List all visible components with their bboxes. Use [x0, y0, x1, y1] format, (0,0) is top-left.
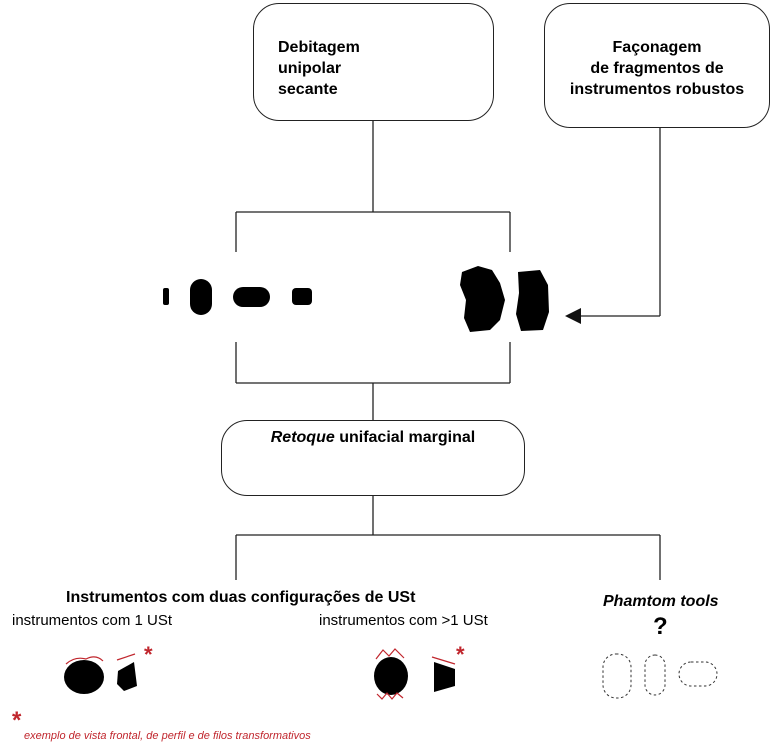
phamtom-wide-icon: [678, 661, 718, 687]
tool-frontal-icon: [64, 660, 104, 694]
tool-profile-icon: [117, 662, 137, 691]
instrumentos-title: Instrumentos com duas configurações de U…: [66, 589, 416, 606]
retoque-box: Retoque unifacial marginal: [221, 420, 525, 496]
product-oval-icon: [190, 279, 212, 315]
fragment-two-icon: [516, 270, 549, 331]
red-star-icon-1: *: [144, 642, 153, 667]
debitagem-box: Debitagem unipolar secante: [253, 3, 494, 121]
note-text: exemplo de vista frontal, de perfil e de…: [24, 730, 311, 742]
product-square-icon: [292, 288, 312, 305]
faconagem-line-1: Façonagem: [612, 39, 702, 56]
tool-multi-frontal-icon: [374, 657, 408, 695]
debitagem-label: Debitagem unipolar secante: [278, 37, 360, 100]
note-star-icon: *: [12, 707, 22, 734]
retoque-label: Retoque unifacial marginal: [222, 427, 524, 448]
phamtom-title: Phamtom tools: [603, 593, 719, 610]
phamtom-shapes: [602, 653, 718, 699]
faconagem-line-2: de fragmentos de: [590, 60, 724, 77]
retoque-italic: Retoque: [270, 429, 335, 446]
retoque-rest: unifacial marginal: [334, 429, 476, 446]
robust-fragments: [460, 266, 549, 332]
faconagem-box: Façonagem de fragmentos de instrumentos …: [544, 3, 770, 128]
product-tiny-icon: [163, 288, 169, 305]
arrow-head-icon: [565, 308, 581, 324]
faconagem-line-3: instrumentos robustos: [569, 81, 745, 98]
phamtom-oval-icon: [602, 653, 632, 699]
faconagem-label: Façonagem de fragmentos de instrumentos …: [545, 37, 769, 100]
debitagem-line-2: unipolar: [278, 60, 342, 77]
product-long-icon: [233, 287, 270, 307]
phamtom-narrow-icon: [644, 654, 666, 696]
blade-products: [163, 279, 312, 315]
connector-lines: [235, 120, 661, 580]
debitagem-line-1: Debitagem: [278, 39, 360, 56]
debitagem-line-3: secante: [278, 81, 338, 98]
instrumentos-multi-ust-label: instrumentos com >1 USt: [319, 612, 488, 629]
tools-one-ust: [64, 653, 137, 694]
question-mark: ?: [653, 613, 668, 640]
instrumentos-1-ust-label: instrumentos com 1 USt: [12, 612, 173, 629]
tool-multi-profile-icon: [434, 662, 455, 692]
tools-multi-ust: [374, 648, 456, 700]
fragment-one-icon: [460, 266, 505, 332]
red-star-icon-2: *: [456, 642, 465, 667]
